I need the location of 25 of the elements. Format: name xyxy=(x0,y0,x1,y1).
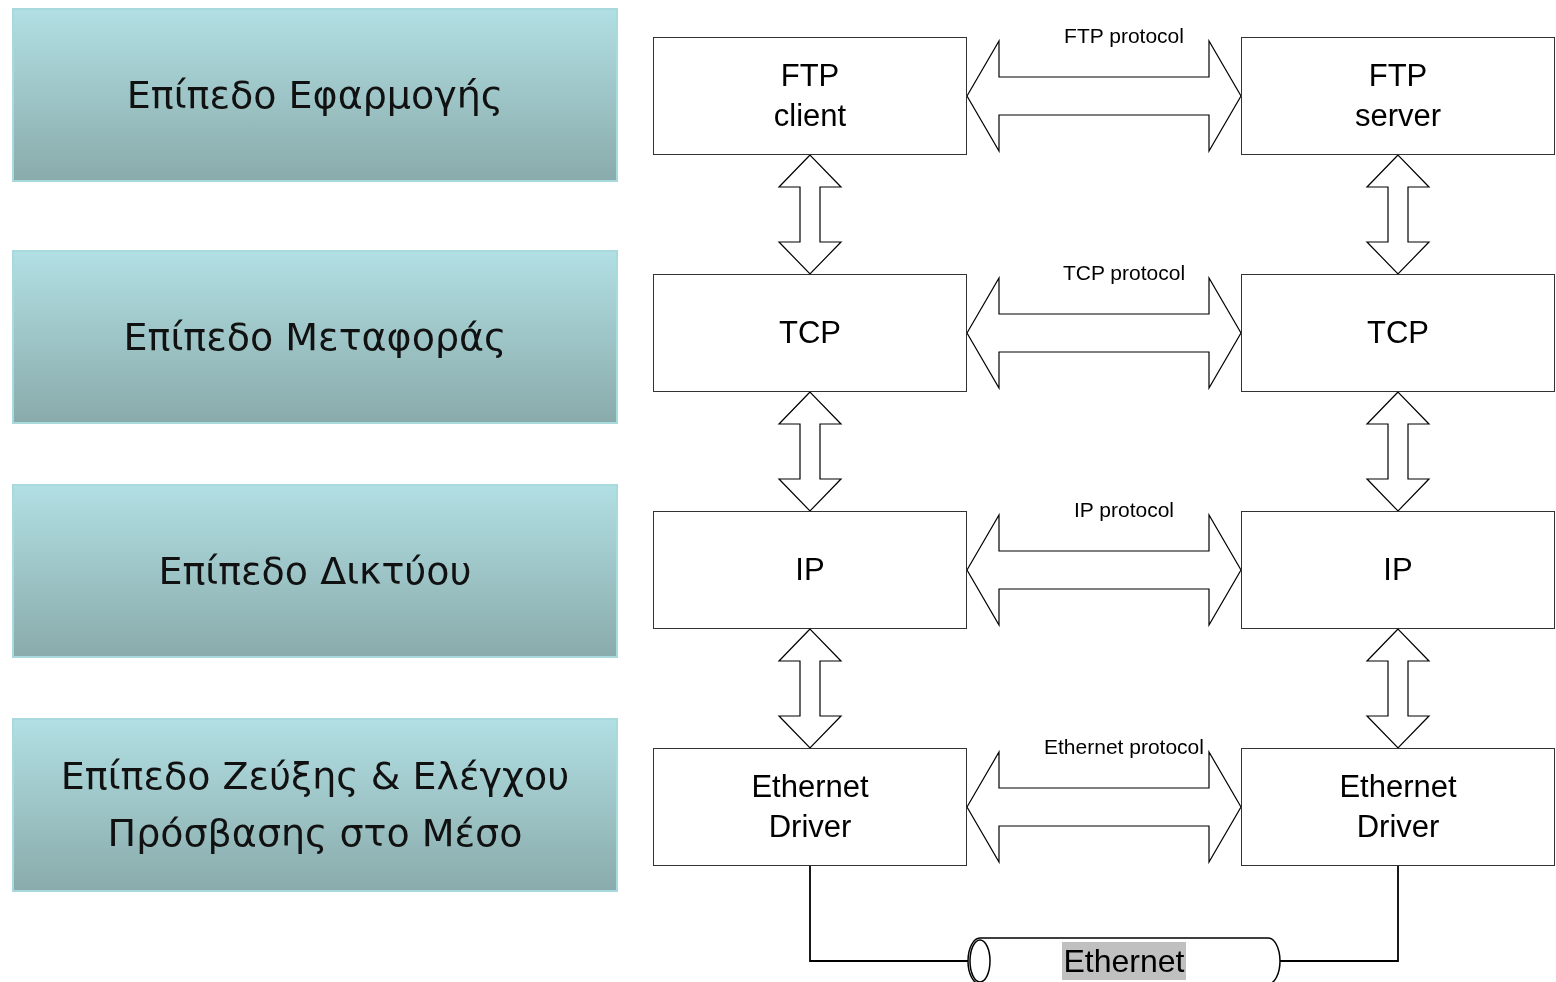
protocol-box: FTP client xyxy=(653,37,967,155)
double-block-arrow xyxy=(966,512,1242,628)
protocol-box: IP xyxy=(1241,511,1555,629)
double-block-arrow xyxy=(1365,628,1431,749)
cable-line xyxy=(1279,865,1399,962)
double-block-arrow xyxy=(1365,391,1431,512)
double-block-arrow xyxy=(777,154,843,275)
double-block-arrow xyxy=(966,749,1242,865)
protocol-box: Ethernet Driver xyxy=(1241,748,1555,866)
layer-band: Επίπεδο Ζεύξης & Ελέγχου Πρόσβασης στο Μέσο xyxy=(12,718,618,892)
double-block-arrow xyxy=(1365,154,1431,275)
protocol-box: Ethernet Driver xyxy=(653,748,967,866)
protocol-box: IP xyxy=(653,511,967,629)
layer-band: Επίπεδο Μεταφοράς xyxy=(12,250,618,424)
protocol-box: TCP xyxy=(653,274,967,392)
layer-band: Επίπεδο Δικτύου xyxy=(12,484,618,658)
cable-line xyxy=(809,865,969,962)
protocol-box: TCP xyxy=(1241,274,1555,392)
layer-band: Επίπεδο Εφαρμογής xyxy=(12,8,618,182)
double-block-arrow xyxy=(777,391,843,512)
cable-label: Ethernet xyxy=(1061,941,1187,981)
protocol-box: FTP server xyxy=(1241,37,1555,155)
double-block-arrow xyxy=(966,275,1242,391)
double-block-arrow xyxy=(966,38,1242,154)
double-block-arrow xyxy=(777,628,843,749)
